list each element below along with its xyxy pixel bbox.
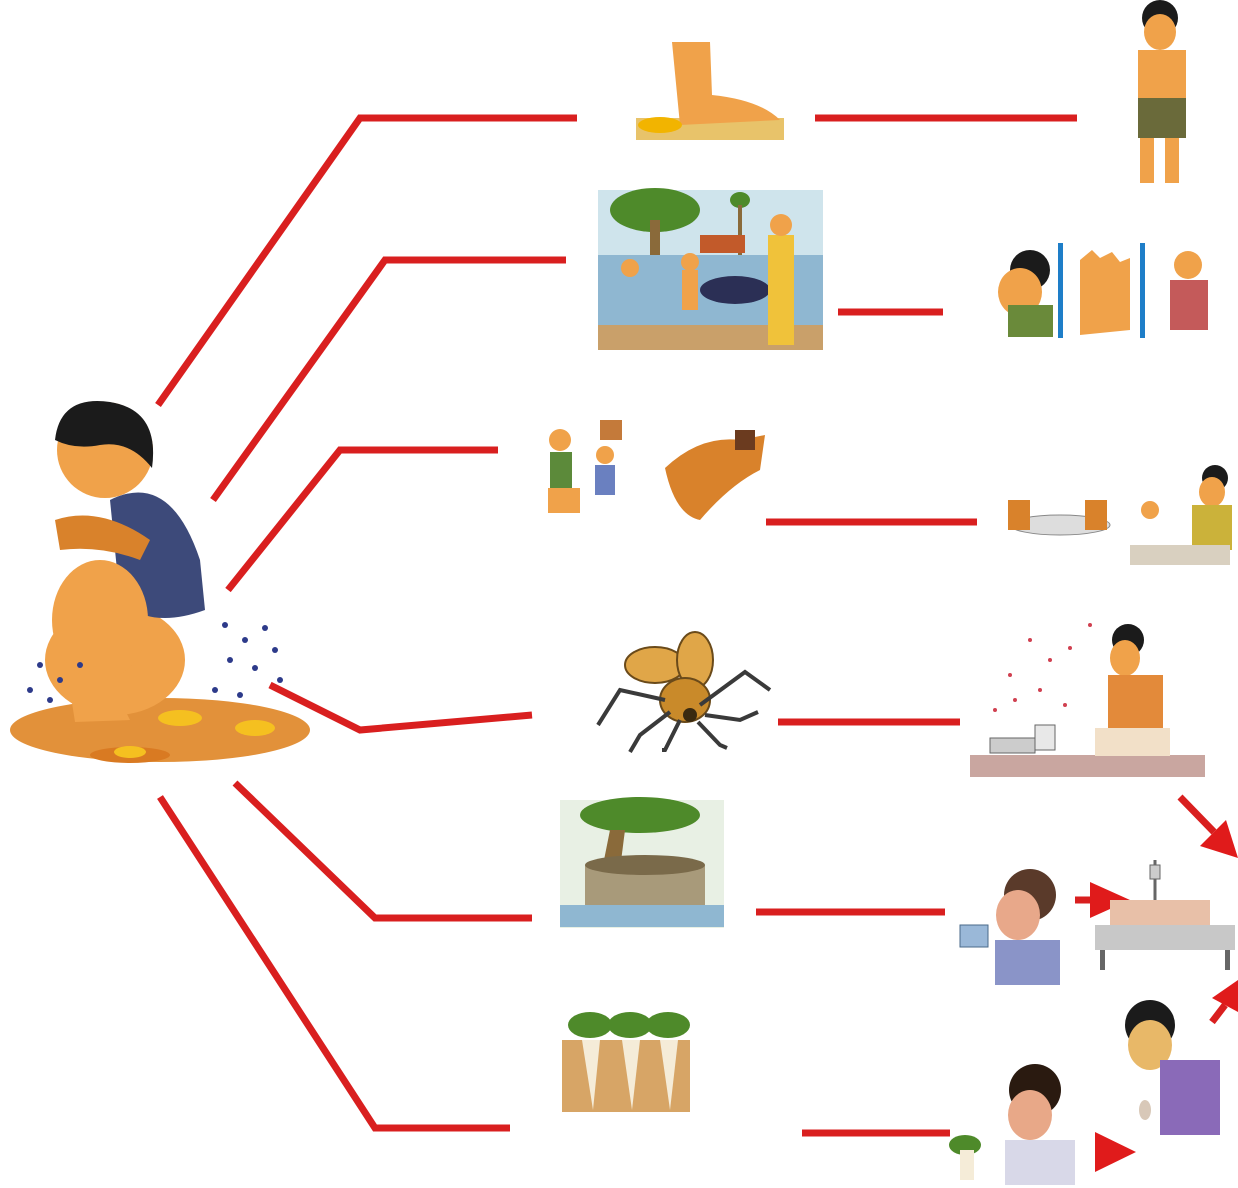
drinking-itching-sick-icon — [998, 243, 1208, 338]
dirty-hands-icon — [548, 420, 765, 520]
child-open-defecation-icon — [10, 401, 310, 763]
arrow-vomit-to-hospital — [1212, 980, 1238, 1022]
sick-child-icon — [1138, 0, 1186, 183]
connector-hands — [228, 450, 498, 590]
vomiting-person-icon — [1125, 1000, 1220, 1135]
fly-icon — [598, 632, 770, 752]
connector-water-body — [213, 260, 566, 500]
eating-vegetable-icon — [949, 1064, 1075, 1185]
eating-with-hands-icon — [1008, 465, 1232, 565]
bare-foot-icon — [636, 42, 784, 140]
connector-well — [235, 783, 532, 918]
root-vegetables-icon — [562, 1012, 690, 1112]
connector-vegetables — [160, 797, 510, 1128]
hospital-bed-icon — [1095, 860, 1235, 970]
arrow-flies-to-final — [1180, 797, 1238, 858]
flies-on-food-icon — [970, 623, 1205, 777]
open-well-icon — [560, 797, 724, 928]
source-connectors — [158, 118, 577, 1128]
drinking-water-icon — [960, 869, 1060, 985]
pond-bathing-icon — [598, 188, 823, 350]
arrow-eat-to-vomit — [1095, 1132, 1136, 1172]
connector-flies — [270, 685, 532, 730]
